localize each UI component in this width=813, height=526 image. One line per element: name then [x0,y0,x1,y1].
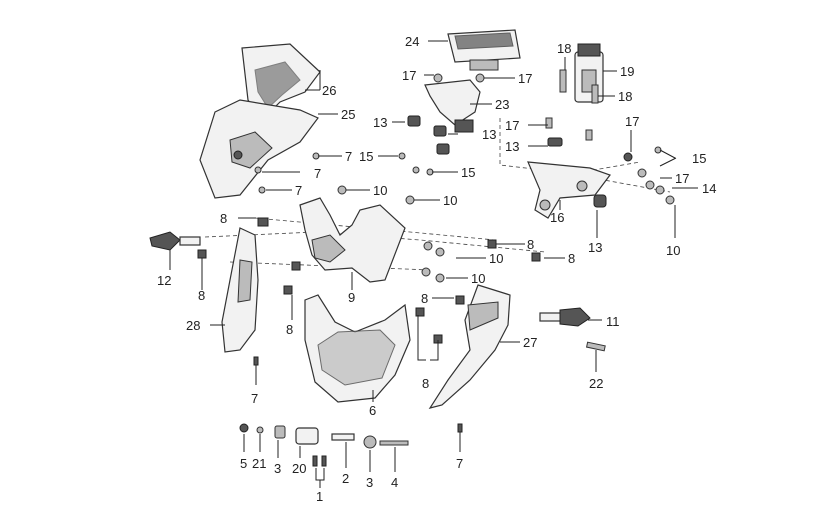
callout-13: 13 [373,115,387,130]
callout-24: 24 [405,34,419,49]
callout-7: 7 [295,183,302,198]
callout-9: 9 [348,290,355,305]
pin-part [585,341,606,352]
callout-3: 3 [366,475,373,490]
callout-7: 7 [314,166,321,181]
callout-14: 14 [702,181,716,196]
callout-13: 13 [482,127,496,142]
right-turn-signal-part [539,307,591,327]
callout-8: 8 [568,251,575,266]
callout-17: 17 [675,171,689,186]
callout-3: 3 [274,461,281,476]
callout-26: 26 [322,83,336,98]
callout-2: 2 [342,471,349,486]
callout-8: 8 [286,322,293,337]
callout-11: 11 [606,314,620,329]
callout-17: 17 [505,118,519,133]
callout-17: 17 [518,71,532,86]
callout-5: 5 [240,456,247,471]
callout-7: 7 [345,149,352,164]
callout-28: 28 [186,318,200,333]
callout-10: 10 [471,271,485,286]
callout-16: 16 [550,210,564,225]
callout-22: 22 [589,376,603,391]
callout-8: 8 [220,211,227,226]
callout-labels: 26 25 7 7 7 10 10 8 24 17 17 23 13 13 15… [157,34,716,504]
callout-23: 23 [495,97,509,112]
instrument-cluster-part [447,29,521,71]
callout-21: 21 [252,456,266,471]
meter-bracket-part [424,79,481,133]
callout-10: 10 [373,183,387,198]
callout-17: 17 [402,68,416,83]
left-turn-signal-part [149,231,201,251]
callout-1: 1 [316,489,323,504]
callout-17: 17 [625,114,639,129]
callout-7: 7 [251,391,258,406]
grommet-parts [407,115,607,208]
callout-13: 13 [588,240,602,255]
callout-15: 15 [359,149,373,164]
callout-13: 13 [505,139,519,154]
leader-lines [169,40,698,488]
callout-10: 10 [443,193,457,208]
callout-8: 8 [527,237,534,252]
ignition-switch-part [574,43,604,103]
callout-4: 4 [391,475,398,490]
callout-7: 7 [456,456,463,471]
callout-6: 6 [369,403,376,418]
callout-18: 18 [618,89,632,104]
callout-10: 10 [666,243,680,258]
hardware-parts [197,69,675,467]
inner-frame-part [299,197,406,283]
callout-8: 8 [198,288,205,303]
handlebar-bracket-part [527,161,611,219]
callout-18: 18 [557,41,571,56]
callout-15: 15 [692,151,706,166]
callout-15: 15 [461,165,475,180]
right-side-cover-part [428,284,511,409]
callout-8: 8 [422,376,429,391]
callout-25: 25 [341,107,355,122]
left-side-cover-part [221,227,259,353]
callout-8: 8 [421,291,428,306]
windscreen-bracket-part [199,99,319,199]
callout-27: 27 [523,335,537,350]
callout-19: 19 [620,64,634,79]
headlight-housing-part [304,294,411,403]
callout-20: 20 [292,461,306,476]
callout-10: 10 [489,251,503,266]
callout-12: 12 [157,273,171,288]
